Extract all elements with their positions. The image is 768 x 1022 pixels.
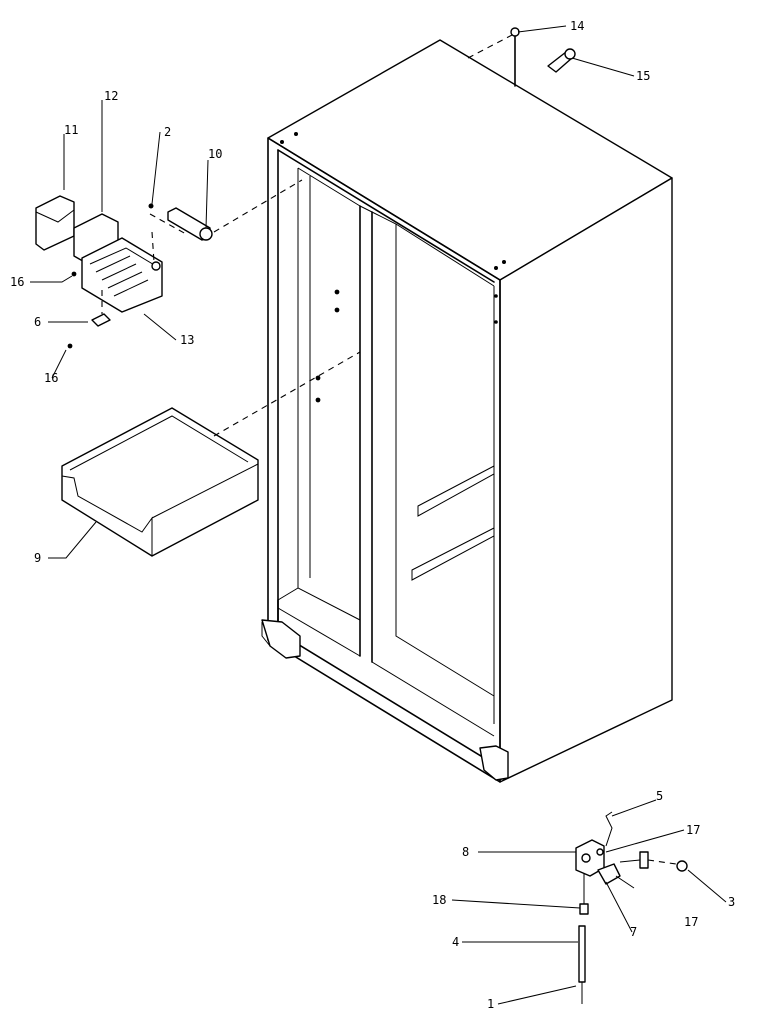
callout-13: 13 [180, 333, 194, 347]
callout-15: 15 [636, 69, 650, 83]
callout-9: 9 [34, 551, 41, 565]
callout-6: 6 [34, 315, 41, 329]
callout-5: 5 [656, 789, 663, 803]
callout-16-lower: 16 [44, 371, 58, 385]
callout-17-upper: 17 [686, 823, 700, 837]
callout-17-lower: 17 [684, 915, 698, 929]
callout-8: 8 [462, 845, 469, 859]
callout-2: 2 [164, 125, 171, 139]
leader-dashed-top [467, 33, 515, 59]
leader-dashed-bin [213, 351, 361, 437]
ice-maker-assembly [35, 195, 213, 349]
callout-16-upper: 16 [10, 275, 24, 289]
callout-14: 14 [570, 19, 584, 33]
leader-dashed-icemaker [213, 179, 303, 233]
callout-10: 10 [208, 147, 222, 161]
water-valve-assembly [575, 811, 688, 1004]
ice-bin [61, 407, 259, 557]
callout-18: 18 [432, 893, 446, 907]
part-15-fitting [547, 48, 576, 73]
callout-3: 3 [728, 895, 735, 909]
part-14-tube [510, 27, 520, 87]
callout-4: 4 [452, 935, 459, 949]
callout-1: 1 [487, 997, 494, 1011]
refrigerator-cabinet [261, 39, 673, 783]
callout-leaders [30, 25, 727, 1005]
callout-12: 12 [104, 89, 118, 103]
callout-7: 7 [630, 925, 637, 939]
callout-11: 11 [64, 123, 78, 137]
